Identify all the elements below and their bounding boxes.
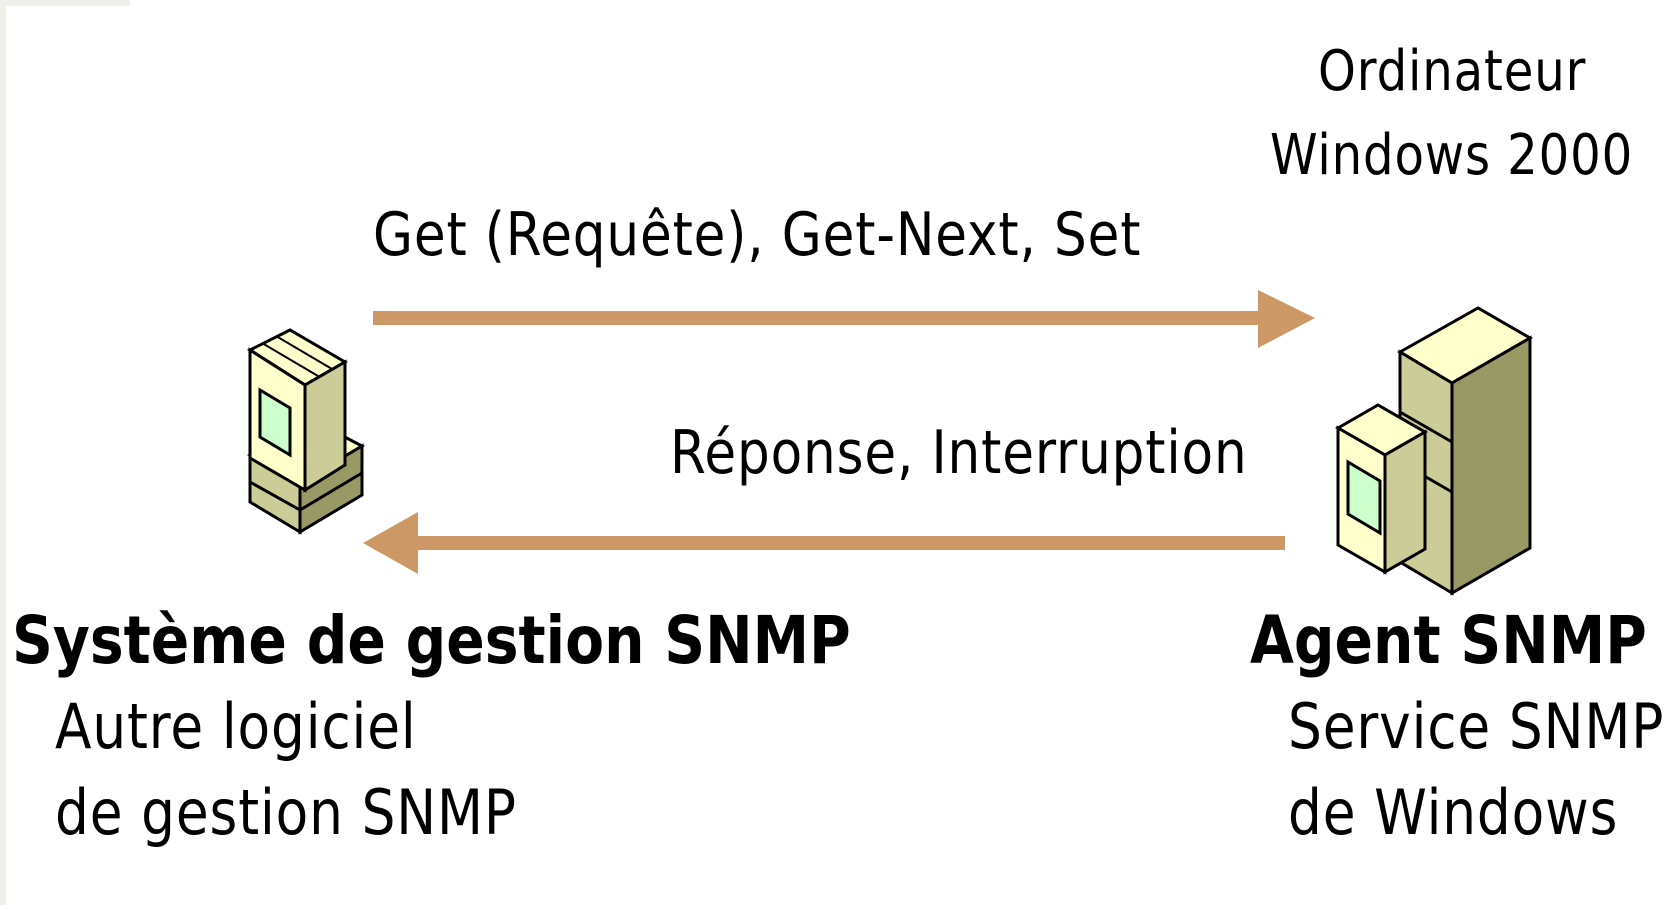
server-icon [1334,306,1534,596]
request-label: Get (Requête), Get-Next, Set [373,200,1142,270]
agent-computer-label-line1: Ordinateur [1318,39,1587,104]
manager-subtitle-line2: de gestion SNMP [55,776,517,849]
top-frame-edge [0,0,130,6]
agent-subtitle-line1: Service SNMP [1288,690,1665,763]
manager-title: Système de gestion SNMP [12,602,851,679]
agent-subtitle-line2: de Windows [1288,776,1619,849]
left-frame-edge [0,0,6,905]
manager-subtitle-line1: Autre logiciel [55,690,417,763]
agent-computer-label-line2: Windows 2000 [1270,123,1634,188]
response-arrow [363,512,1285,574]
response-label: Réponse, Interruption [670,418,1248,488]
request-arrow [373,290,1315,348]
workstation-icon [246,328,366,535]
agent-title: Agent SNMP [1250,602,1647,679]
